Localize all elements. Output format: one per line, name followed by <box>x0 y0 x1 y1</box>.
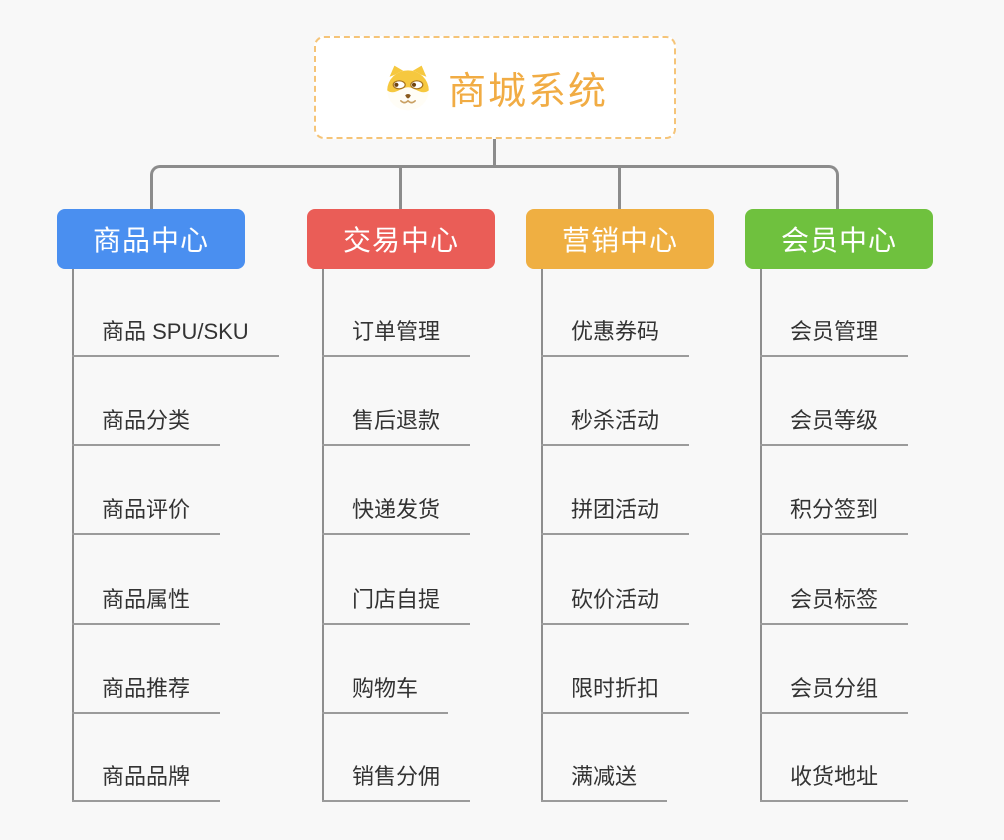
branch-marketing-center: 营销中心 优惠券码 秒杀活动 拼团活动 砍价活动 限时折扣 满减送 <box>526 0 776 840</box>
branch-item[interactable]: 售后退款 <box>322 406 471 446</box>
branch-item[interactable]: 快递发货 <box>322 495 471 535</box>
branch-item[interactable]: 积分签到 <box>760 495 909 535</box>
dog-face-icon <box>382 64 434 112</box>
branch-trade-center: 交易中心 订单管理 售后退款 快递发货 门店自提 购物车 销售分佣 <box>307 0 557 840</box>
branch-trunk-line <box>322 269 324 802</box>
branch-item[interactable]: 商品推荐 <box>72 674 221 714</box>
branch-header-marketing-center[interactable]: 营销中心 <box>526 209 714 269</box>
branch-item[interactable]: 优惠券码 <box>541 317 690 357</box>
branch-member-center: 会员中心 会员管理 会员等级 积分签到 会员标签 会员分组 收货地址 <box>745 0 995 840</box>
branch-item[interactable]: 满减送 <box>541 762 668 802</box>
branch-item[interactable]: 秒杀活动 <box>541 406 690 446</box>
branch-item[interactable]: 门店自提 <box>322 585 471 625</box>
root-node-title: 商城系统 <box>447 71 608 113</box>
branch-item[interactable]: 商品分类 <box>72 406 221 446</box>
branch-item[interactable]: 销售分佣 <box>322 762 471 802</box>
branch-header-member-center[interactable]: 会员中心 <box>745 209 933 269</box>
branch-header-trade-center[interactable]: 交易中心 <box>307 209 495 269</box>
branch-product-center: 商品中心 商品 SPU/SKU 商品分类 商品评价 商品属性 商品推荐 商品品牌 <box>57 0 307 840</box>
root-connector-line <box>493 139 496 168</box>
root-node[interactable]: 商城系统 <box>314 36 676 139</box>
branch-item[interactable]: 会员等级 <box>760 406 909 446</box>
branch-item[interactable]: 拼团活动 <box>541 495 690 535</box>
branch-item[interactable]: 收货地址 <box>760 762 909 802</box>
branch-item[interactable]: 商品 SPU/SKU <box>72 317 279 357</box>
connector-line <box>399 168 402 210</box>
branch-trunk-line <box>72 269 74 802</box>
branch-item[interactable]: 商品评价 <box>72 495 221 535</box>
branch-item[interactable]: 会员标签 <box>760 585 909 625</box>
branch-item[interactable]: 会员分组 <box>760 674 909 714</box>
branch-trunk-line <box>541 269 543 802</box>
branch-trunk-line <box>760 269 762 802</box>
branch-bus-connector-line <box>150 165 839 210</box>
branch-item[interactable]: 商品品牌 <box>72 762 221 802</box>
branch-item[interactable]: 购物车 <box>322 674 449 714</box>
connector-line <box>618 168 621 210</box>
branch-header-product-center[interactable]: 商品中心 <box>57 209 245 269</box>
branch-item[interactable]: 砍价活动 <box>541 585 690 625</box>
branch-item[interactable]: 限时折扣 <box>541 674 690 714</box>
branch-item[interactable]: 订单管理 <box>322 317 471 357</box>
branch-item[interactable]: 商品属性 <box>72 585 221 625</box>
branch-item[interactable]: 会员管理 <box>760 317 909 357</box>
